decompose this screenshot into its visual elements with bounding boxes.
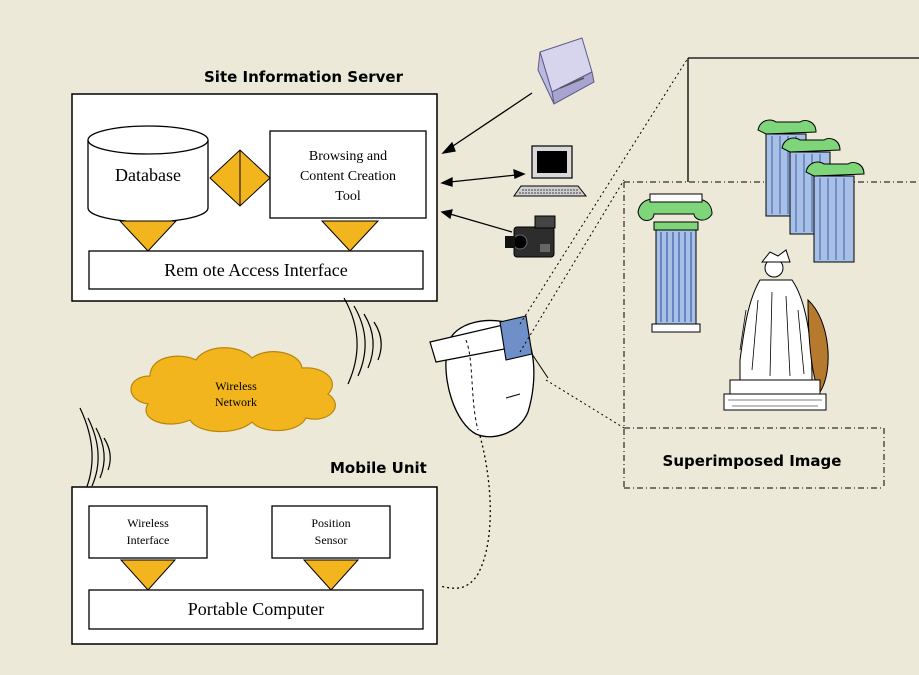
- remote-access-label: Rem ote Access Interface: [164, 260, 347, 280]
- video-camera-icon: [505, 215, 556, 258]
- computer-icon: [513, 145, 588, 197]
- wireless-arrow-triangle: [119, 559, 177, 591]
- remote-access-box: [88, 250, 424, 290]
- wireless-interface-line2: Interface: [127, 533, 170, 547]
- position-sensor-line1: Position: [311, 516, 350, 530]
- tool-label-line3: Tool: [335, 189, 361, 204]
- head-cable: [439, 435, 491, 589]
- database-label: Database: [115, 165, 181, 185]
- device-arrows: [440, 92, 533, 233]
- database-arrow-triangle: [118, 220, 178, 252]
- ionic-column-group-icon: [757, 119, 865, 263]
- server-signal-waves: [343, 297, 382, 385]
- sensor-arrow-triangle: [302, 559, 360, 591]
- network-label-line1: Wireless: [215, 379, 257, 393]
- mobile-title: Mobile Unit: [330, 459, 427, 477]
- disk-drive-icon: [537, 37, 595, 105]
- tool-arrow-triangle: [320, 220, 380, 252]
- tool-label-line1: Browsing and: [309, 149, 387, 164]
- wireless-network-cloud: [130, 347, 336, 433]
- position-sensor-line2: Sensor: [315, 533, 348, 547]
- portable-computer-label: Portable Computer: [188, 599, 324, 619]
- network-label-line2: Network: [215, 395, 257, 409]
- database-cylinder: [87, 125, 209, 223]
- view-lines: [519, 57, 689, 429]
- browsing-tool-box: [269, 130, 427, 219]
- wireless-interface-box: [88, 505, 208, 559]
- position-sensor-box: [271, 505, 391, 559]
- mobile-signal-waves: [79, 407, 111, 495]
- ionic-column-icon: [637, 193, 713, 333]
- user-head-icon: [429, 315, 549, 438]
- wireless-interface-line1: Wireless: [127, 516, 169, 530]
- statue-icon: [723, 249, 829, 411]
- portable-computer-box: [88, 589, 424, 630]
- database-tool-connector: [209, 149, 271, 207]
- superimposed-caption: Superimposed Image: [663, 452, 842, 470]
- server-title: Site Information Server: [204, 68, 404, 86]
- tool-label-line2: Content Creation: [300, 169, 396, 184]
